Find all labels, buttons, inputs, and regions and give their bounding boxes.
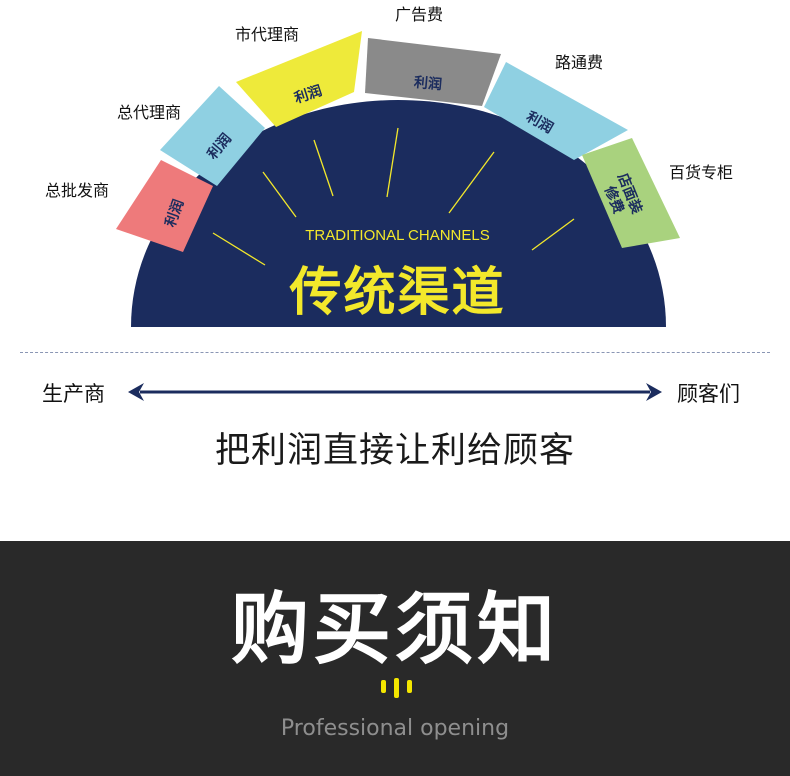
semicircle-background: [131, 100, 666, 327]
center-subtitle: TRADITIONAL CHANNELS: [305, 227, 490, 244]
label-city-agent: 市代理商: [235, 25, 300, 44]
segment-tile-city-agent: [236, 31, 362, 127]
double-arrow-icon: [128, 383, 662, 401]
tagline: 把利润直接让利给顾客: [214, 431, 575, 471]
segment-tile-general-agent: [160, 86, 265, 186]
segment-tile-road-fee: [484, 62, 628, 160]
label-general-agent: 总代理商: [117, 103, 182, 122]
customers-label: 顾客们: [677, 382, 740, 406]
segment-tile-wholesaler: [116, 160, 213, 252]
ray-lines: [212, 127, 575, 266]
yellow-bars-icon: [381, 678, 415, 700]
channels-fan-diagram: [116, 31, 680, 327]
label-wholesaler: 总批发商: [45, 181, 110, 200]
purchase-notice-title: 购买须知: [230, 585, 559, 675]
producer-label: 生产商: [42, 382, 105, 406]
label-advertising: 广告费: [395, 5, 444, 24]
purchase-notice-section: 购买须知 Professional opening: [0, 541, 790, 776]
purchase-notice-subtitle: Professional opening: [280, 716, 510, 741]
center-title: 传统渠道: [289, 263, 506, 323]
label-department-store: 百货专柜: [669, 163, 734, 182]
segment-tile-department-store: [582, 138, 680, 248]
dashed-divider: [20, 352, 770, 353]
segment-tile-advertising: [365, 38, 501, 106]
tile-text-advertising: 利润: [413, 74, 443, 94]
label-road-fee: 路通费: [555, 53, 604, 72]
traditional-channels-section: 利润 利润 利润 利润 利润 店面装 修费 总批发商 总代理商 市代理商 广告费…: [20, 5, 770, 471]
